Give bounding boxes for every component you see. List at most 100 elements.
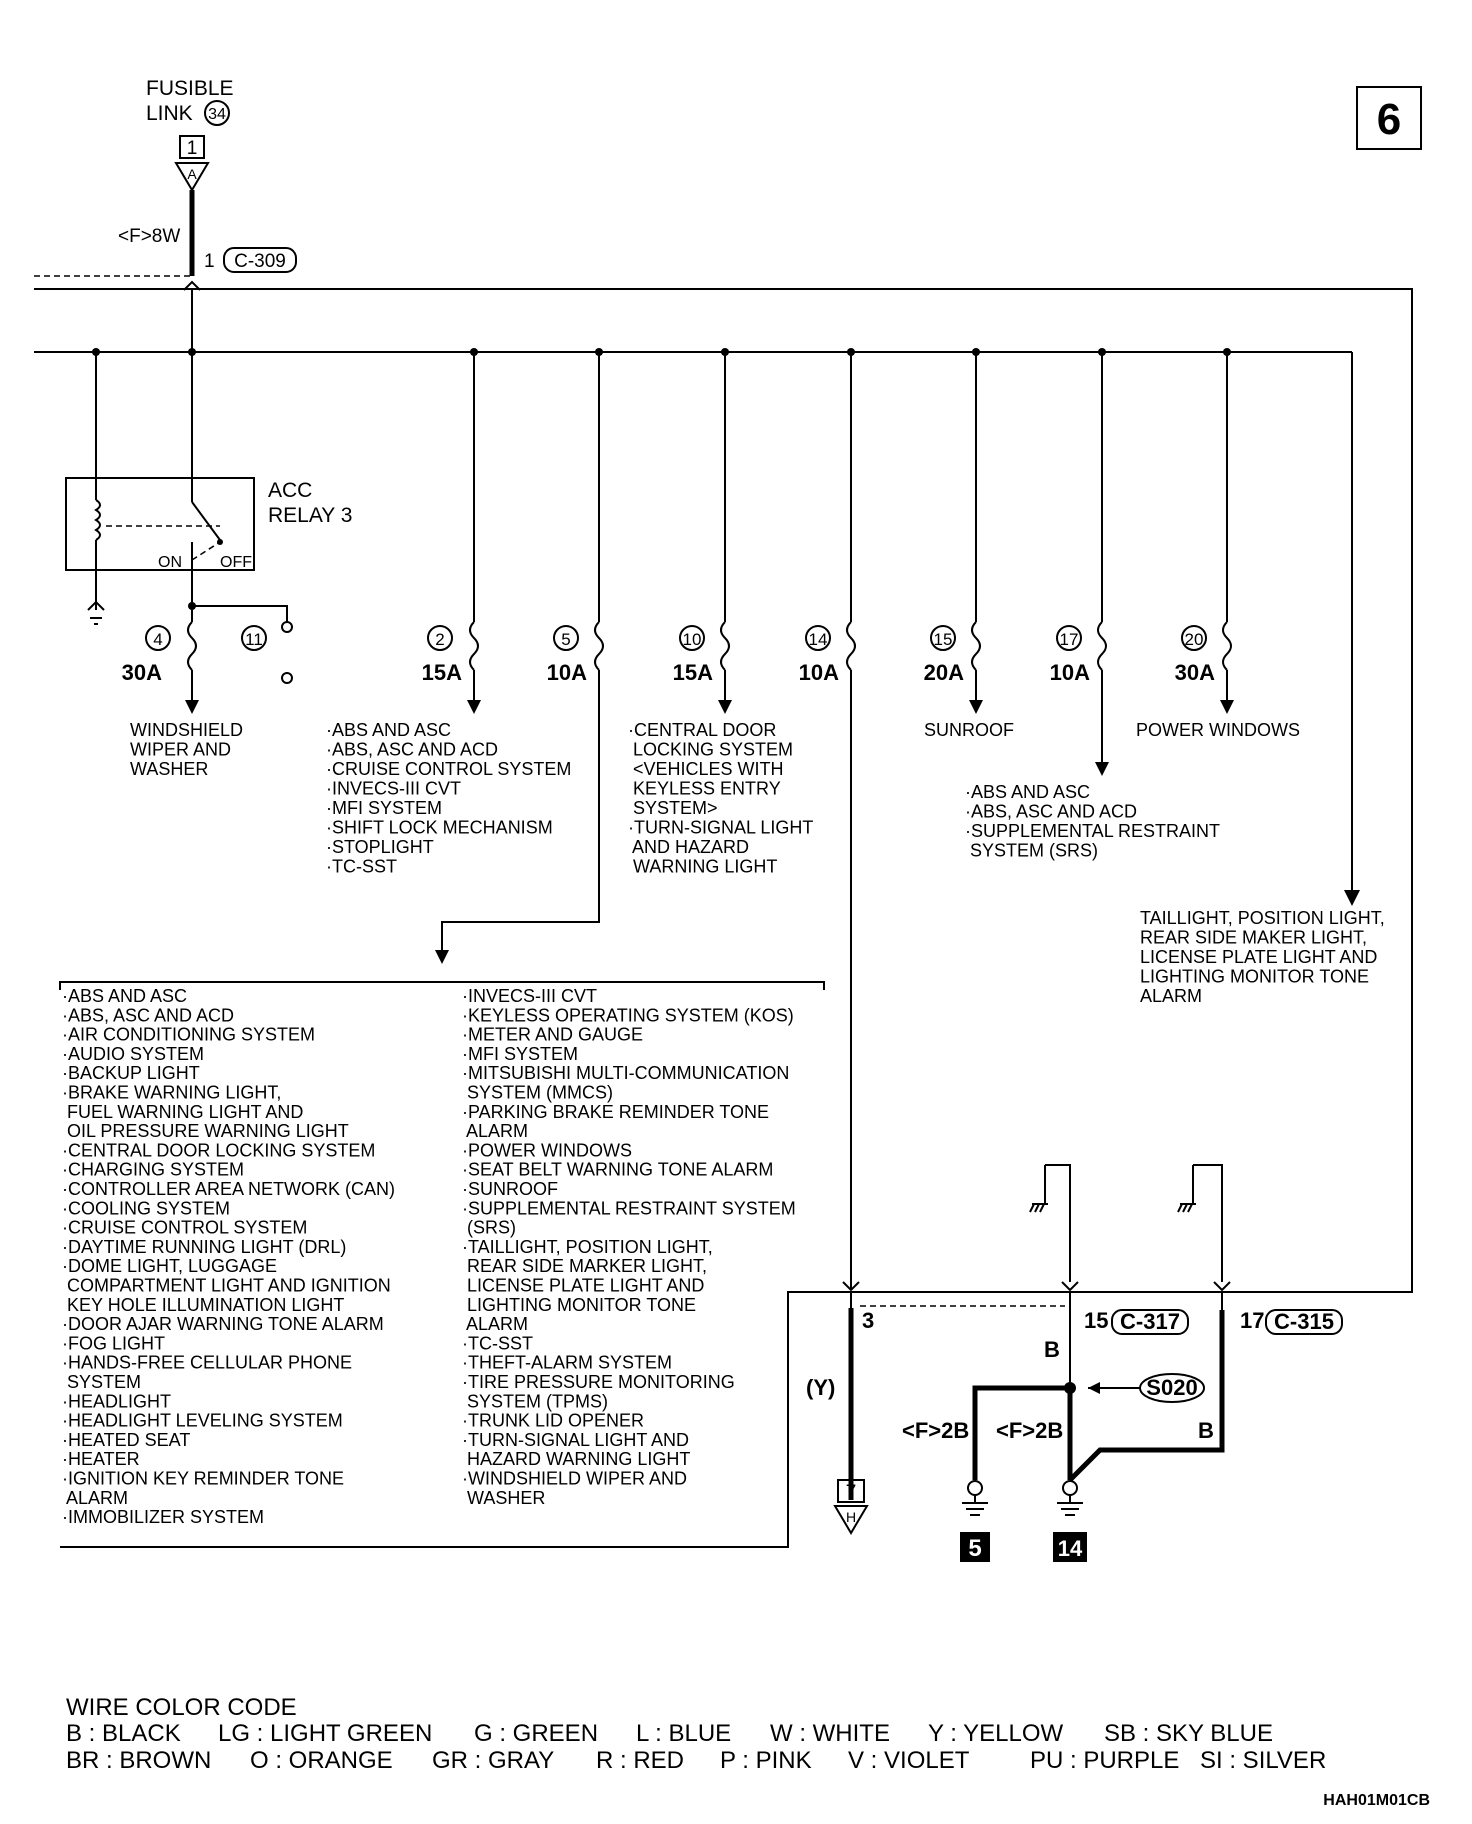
fuse-element-icon: [187, 621, 197, 671]
svg-text:10A: 10A: [1050, 660, 1090, 685]
pin-15: 15: [1084, 1308, 1108, 1333]
ground-5-box: [960, 1532, 990, 1562]
fuse5-right-line: ·SEAT BELT WARNING TONE ALARM: [462, 1160, 773, 1180]
dest-fuse10-line: AND HAZARD: [628, 837, 749, 857]
dest-fuse10-line: <VEHICLES WITH: [628, 759, 784, 779]
relay-on-label: ON: [158, 554, 182, 571]
svg-text:10: 10: [683, 630, 702, 649]
wire-color-entry: SI : SILVER: [1200, 1747, 1326, 1774]
fuse5-right-line: LICENSE PLATE LIGHT AND: [462, 1276, 704, 1296]
fuse5-left-line: ·HANDS-FREE CELLULAR PHONE: [62, 1353, 352, 1373]
fuse5-right-line: ·TC-SST: [462, 1333, 533, 1353]
fuse-4: 4 30A: [122, 606, 199, 714]
svg-text:15A: 15A: [673, 660, 713, 685]
main-wire-pin: 1: [204, 251, 215, 272]
wire-color-entry: LG : LIGHT GREEN: [218, 1720, 432, 1747]
connector-c317: C-317: [1120, 1309, 1180, 1334]
fuse5-right-line: ALARM: [462, 1121, 528, 1141]
dest-fuse-2: ·ABS AND ASC·ABS, ASC AND ACD·CRUISE CON…: [326, 720, 571, 877]
dest-right-branch: TAILLIGHT, POSITION LIGHT,REAR SIDE MAKE…: [1140, 908, 1385, 1006]
ground-symbol-icon: [87, 600, 105, 625]
list-brace: [59, 981, 825, 990]
dest-fuse10-line: ·CENTRAL DOOR: [628, 720, 776, 740]
fuse5-right-line: LIGHTING MONITOR TONE: [462, 1295, 696, 1315]
splice-label: S020: [1146, 1375, 1197, 1400]
dest-fuse-15: SUNROOF: [924, 720, 1014, 740]
svg-text:30A: 30A: [1175, 660, 1215, 685]
dest-fuse10-line: KEYLESS ENTRY: [628, 779, 781, 799]
dest-fuse17-line: ·SUPPLEMENTAL RESTRAINT: [965, 821, 1220, 841]
relay-label-1: ACC: [268, 479, 312, 502]
fuse5-right-line: REAR SIDE MARKER LIGHT,: [462, 1256, 707, 1276]
ground-14-label: 14: [1058, 1536, 1083, 1561]
svg-text:15A: 15A: [422, 660, 462, 685]
fuse-20: 20 30A: [1175, 352, 1234, 714]
dest-right-line: TAILLIGHT, POSITION LIGHT,: [1140, 908, 1385, 928]
fuse5-right-line: ·TURN-SIGNAL LIGHT AND: [462, 1430, 689, 1450]
fuse5-left-line: ·BRAKE WARNING LIGHT,: [62, 1083, 281, 1103]
fuse5-right-line: ALARM: [462, 1314, 528, 1334]
wire-b1: B: [1044, 1337, 1060, 1362]
connector-triangle-icon: [174, 162, 210, 192]
fusible-link-terminal: 1: [187, 138, 198, 159]
connector-badge-c309: [223, 247, 297, 273]
fuse5-left-line: OIL PRESSURE WARNING LIGHT: [62, 1121, 349, 1141]
fuse5-left-line: ·ABS AND ASC: [62, 986, 187, 1006]
terminal-box: [179, 135, 205, 159]
fuse5-left-line: ·BACKUP LIGHT: [62, 1063, 200, 1083]
fuse5-right-line: ·INVECS-III CVT: [462, 986, 597, 1006]
wire-color-entry: L : BLUE: [636, 1720, 731, 1747]
page-number: 6: [1377, 95, 1401, 144]
wire-color-entry: PU : PURPLE: [1030, 1747, 1179, 1774]
dest-fuse2-line: ·INVECS-III CVT: [326, 779, 461, 799]
ground-5-label: 5: [968, 1535, 981, 1562]
dest-fuse10-line: ·TURN-SIGNAL LIGHT: [628, 818, 813, 838]
ground-icon-14: [1057, 1495, 1083, 1516]
fuse5-right-line: HAZARD WARNING LIGHT: [462, 1449, 690, 1469]
fuse5-right-line: ·SUPPLEMENTAL RESTRAINT SYSTEM: [462, 1198, 796, 1218]
wire-color-entry: R : RED: [596, 1747, 684, 1774]
ground-14-box: [1053, 1532, 1087, 1562]
offpage-num: 7: [846, 1482, 857, 1503]
fuse5-left-line: ·HEATED SEAT: [62, 1430, 190, 1450]
fuse5-left-line: ·DOOR AJAR WARNING TONE ALARM: [62, 1314, 384, 1334]
dest-right-line: REAR SIDE MAKER LIGHT,: [1140, 928, 1367, 948]
fuse5-left-line: ·CONTROLLER AREA NETWORK (CAN): [62, 1179, 395, 1199]
spec-left: <F>2B: [902, 1418, 969, 1443]
svg-text:11: 11: [245, 630, 263, 649]
dest-fuse4-line: WIPER AND: [130, 740, 231, 760]
dest-fuse2-line: ·ABS AND ASC: [326, 720, 451, 740]
offpage-letter: H: [846, 1509, 856, 1525]
fuse5-left-line: ·AIR CONDITIONING SYSTEM: [62, 1025, 315, 1045]
dest-fuse2-line: ·MFI SYSTEM: [326, 798, 442, 818]
dest-fuse2-line: ·STOPLIGHT: [326, 837, 434, 857]
fuse5-left-line: SYSTEM: [62, 1372, 141, 1392]
fuse5-right-line: ·SUNROOF: [462, 1179, 558, 1199]
fuse5-left-line: ·ABS, ASC AND ACD: [62, 1005, 234, 1025]
svg-text:4: 4: [153, 630, 162, 649]
acc-relay-3: ACC RELAY 3 ON OFF: [65, 352, 352, 625]
fuse5-list-left: ·ABS AND ASC·ABS, ASC AND ACD·AIR CONDIT…: [62, 986, 395, 1527]
fuse5-right-line: ·TRUNK LID OPENER: [462, 1411, 644, 1431]
fuse5-right-line: ·METER AND GAUGE: [462, 1025, 643, 1045]
dest-fuse17-line: SYSTEM (SRS): [965, 841, 1098, 861]
wire-color-entry: BR : BROWN: [66, 1747, 211, 1774]
fusible-link-number: 34: [208, 106, 226, 123]
wire-color-entry: G : GREEN: [474, 1720, 598, 1747]
fuse5-left-line: ·IGNITION KEY REMINDER TONE: [62, 1469, 344, 1489]
fuse5-right-line: WASHER: [462, 1488, 545, 1508]
svg-text:20: 20: [1185, 630, 1204, 649]
right-branch-arrow-icon: [1344, 890, 1360, 906]
wire-color-entry: V : VIOLET: [848, 1747, 970, 1774]
relay-coil-icon: [94, 499, 101, 541]
relay-switch-contact: [191, 501, 221, 541]
shield-ground-icon-2: [1177, 1203, 1196, 1213]
fuse-15: 15 20A: [924, 352, 983, 714]
svg-text:17: 17: [1060, 630, 1079, 649]
fuse-17: 17 10A: [1050, 352, 1109, 776]
dest-fuse4-line: WASHER: [130, 759, 208, 779]
fuse5-right-line: (SRS): [462, 1218, 516, 1238]
dest-fuse4-line: WINDSHIELD: [130, 720, 243, 740]
dest-fuse10-line: SYSTEM>: [628, 798, 718, 818]
